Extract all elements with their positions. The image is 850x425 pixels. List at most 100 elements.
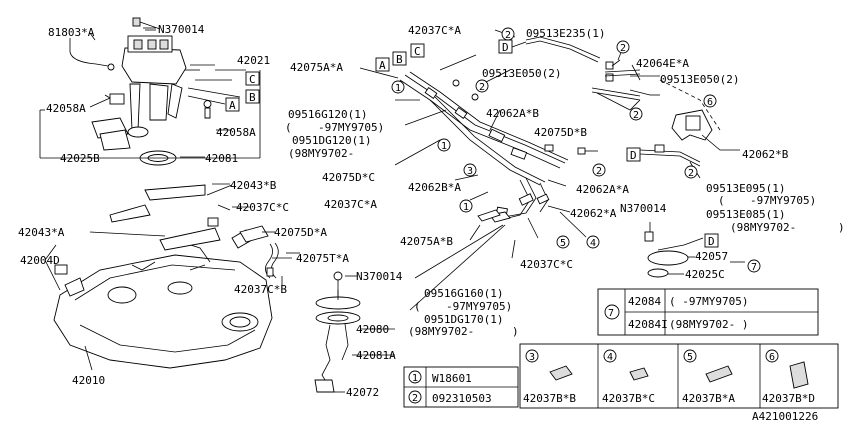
filler-hoses bbox=[206, 184, 300, 279]
fuel-tank bbox=[44, 184, 273, 369]
label-42062aa: 42062A*A bbox=[576, 183, 629, 196]
label-42075ab: 42075A*B bbox=[400, 235, 453, 248]
label-97my-b: -97MY9705) bbox=[750, 194, 816, 207]
label-42037cc-left: 42037C*C bbox=[236, 201, 289, 214]
circle-2-d: 2 bbox=[633, 110, 639, 121]
leaders-bottom bbox=[84, 183, 358, 393]
label-42081a: 42081A bbox=[356, 349, 396, 362]
label-42037ca-top: 42037C*A bbox=[408, 24, 461, 37]
clip-part-3: 42037B*B bbox=[523, 392, 576, 405]
circle-1-b: 1 bbox=[441, 141, 447, 152]
circle-1-c: 1 bbox=[463, 202, 469, 213]
table-7-part-2: 42084I bbox=[628, 318, 668, 331]
filler-cap-assembly bbox=[644, 222, 745, 278]
clip-part-6: 42037B*D bbox=[762, 392, 815, 405]
box-b-center: B bbox=[396, 53, 403, 66]
label-0951dg120: 0951DG120(1) bbox=[292, 134, 371, 147]
box-a-center: A bbox=[379, 59, 386, 72]
label-09516g160: 09516G160(1) bbox=[424, 287, 503, 300]
label-n370014-top: N370014 bbox=[158, 23, 205, 36]
circle-5: 5 bbox=[560, 238, 566, 249]
label-42075dc: 42075D*C bbox=[322, 171, 375, 184]
circle-2-a: 2 bbox=[479, 82, 485, 93]
clip-index-5: 5 bbox=[687, 352, 693, 363]
box-c-left: C bbox=[249, 73, 256, 86]
label-98my-b: (98MY9702- bbox=[730, 221, 796, 234]
table12-index-2: 2 bbox=[412, 393, 418, 404]
label-09513e050-right: 09513E050(2) bbox=[660, 73, 739, 86]
table-7: 7 42084 ( -97MY9705) 42084I (98MY9702- ) bbox=[597, 288, 819, 336]
label-09513e050-left: 09513E050(2) bbox=[482, 67, 561, 80]
label-42058a-right: 42058A bbox=[216, 126, 256, 139]
clip-part-4: 42037B*C bbox=[602, 392, 655, 405]
table-clips: 3 42037B*B 4 42037B*C 5 42037B*A 6 42037… bbox=[519, 343, 839, 409]
clip-index-6: 6 bbox=[769, 352, 775, 363]
reference-boxes: C B A A B C D D D bbox=[225, 41, 715, 248]
label-paren-open-c: ( bbox=[414, 300, 421, 313]
circle-2-b: 2 bbox=[505, 30, 511, 41]
circle-4: 4 bbox=[590, 238, 596, 249]
label-42021: 42021 bbox=[237, 54, 270, 67]
label-42075ta: 42075T*A bbox=[296, 252, 349, 265]
label-42043a: 42043*A bbox=[18, 226, 65, 239]
box-a-left: A bbox=[229, 99, 236, 112]
circled-refs: 1 2 2 2 2 6 1 3 2 2 1 5 4 7 bbox=[391, 27, 761, 273]
label-42062ba: 42062B*A bbox=[408, 181, 461, 194]
box-d-top: D bbox=[502, 41, 509, 54]
box-d-right: D bbox=[630, 149, 637, 162]
box-c-center: C bbox=[414, 45, 421, 58]
label-42037ca-mid: 42037C*A bbox=[324, 198, 377, 211]
circle-1-a: 1 bbox=[395, 83, 401, 94]
circle-6: 6 bbox=[707, 97, 713, 108]
label-42025c: 42025C bbox=[685, 268, 725, 281]
label-0951dg170: 0951DG170(1) bbox=[424, 313, 503, 326]
box-d-bottom: D bbox=[708, 235, 715, 248]
label-09513e095: 09513E095(1) bbox=[706, 182, 785, 195]
label-42043b: 42043*B bbox=[230, 179, 277, 192]
label-paren-close-b: ) bbox=[838, 221, 845, 234]
label-paren-open-b: ( bbox=[718, 194, 725, 207]
table-7-part-1: 42084 bbox=[628, 295, 661, 308]
label-42075db: 42075D*B bbox=[534, 126, 587, 139]
label-42037cb: 42037C*B bbox=[234, 283, 287, 296]
vapor-hoses bbox=[498, 36, 660, 111]
fuel-pump-assembly bbox=[69, 17, 212, 166]
part-labels: 81803*A N370014 42021 42058A 42058A 4208… bbox=[18, 23, 845, 423]
label-09513e085: 09513E085(1) bbox=[706, 208, 785, 221]
label-paren-open-a: ( bbox=[285, 121, 292, 134]
circle-3: 3 bbox=[467, 166, 473, 177]
label-09516g120: 09516G120(1) bbox=[288, 108, 367, 121]
circle-2-c: 2 bbox=[620, 43, 626, 54]
clip-part-5: 42037B*A bbox=[682, 392, 735, 405]
circle-7: 7 bbox=[751, 262, 757, 273]
label-97my-c: -97MY9705) bbox=[446, 300, 512, 313]
clip-index-4: 4 bbox=[607, 352, 613, 363]
label-42062sa: 42062*A bbox=[570, 207, 617, 220]
label-42062sb: 42062*B bbox=[742, 148, 789, 161]
label-42064ea: 42064E*A bbox=[636, 57, 689, 70]
label-paren-close-c: ) bbox=[512, 325, 519, 338]
label-n370014-right: N370014 bbox=[620, 202, 667, 215]
drawing-number: A421001226 bbox=[752, 410, 818, 423]
table-7-range-1: ( -97MY9705) bbox=[669, 295, 748, 308]
label-09513e235: 09513E235(1) bbox=[526, 27, 605, 40]
table-7-index: 7 bbox=[608, 308, 614, 319]
canister-bracket bbox=[639, 79, 740, 179]
fuel-lines-assembly bbox=[399, 71, 598, 223]
fuel-level-sensor bbox=[314, 271, 395, 393]
label-42004d: 42004D bbox=[20, 254, 60, 267]
table-1-2: 1 2 W18601 092310503 bbox=[403, 366, 519, 408]
leaders-left-top bbox=[39, 29, 261, 159]
table-7-range-2: (98MY9702- ) bbox=[669, 318, 748, 331]
label-42057: 42057 bbox=[695, 250, 728, 263]
label-42058a-left: 42058A bbox=[46, 102, 86, 115]
box-b-left: B bbox=[249, 91, 256, 104]
label-42025b: 42025B bbox=[60, 152, 100, 165]
label-42062ab: 42062A*B bbox=[486, 107, 539, 120]
leaders-center bbox=[359, 29, 587, 311]
table12-part-2: 092310503 bbox=[432, 392, 492, 405]
label-42010: 42010 bbox=[72, 374, 105, 387]
label-97my-a: -97MY9705) bbox=[318, 121, 384, 134]
label-42075aa-top: 42075A*A bbox=[290, 61, 343, 74]
